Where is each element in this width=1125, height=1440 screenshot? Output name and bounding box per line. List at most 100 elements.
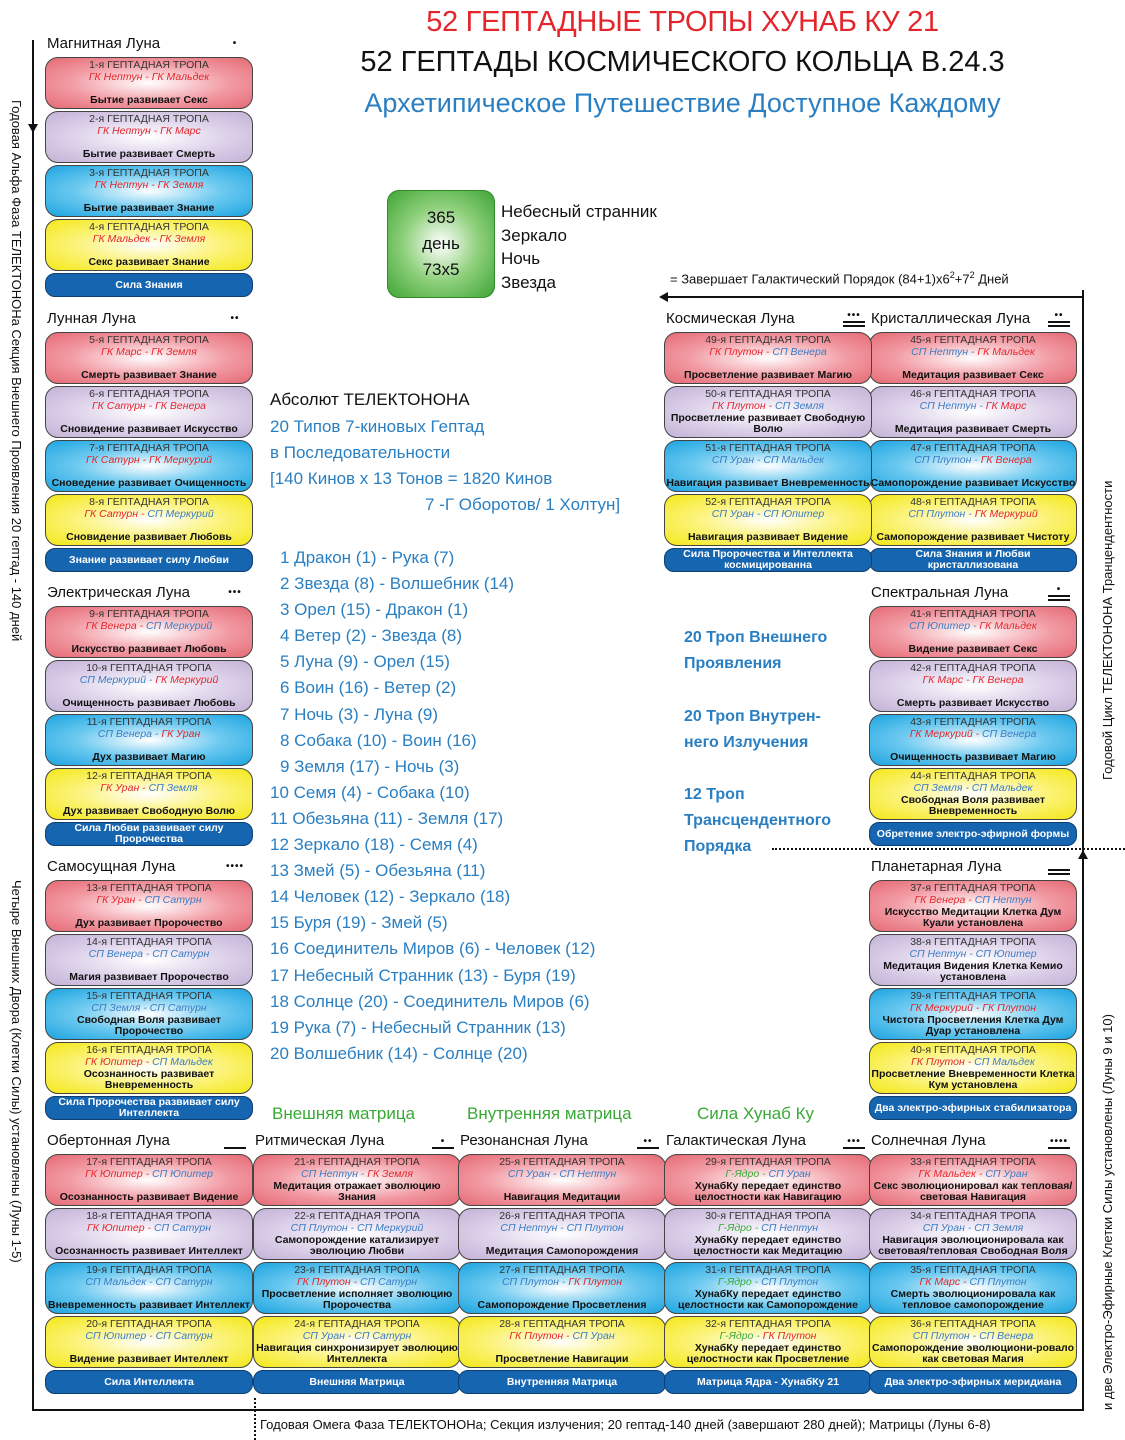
path-title: 42-я ГЕПТАДНАЯ ТРОПА [910,662,1036,674]
kin-pair-item: 18 Солнце (20) - Соединитель Миров (6) [270,991,590,1011]
path-planets: ГК Юпитер - СП Мальдек [46,1056,252,1068]
planet-separator: - [150,233,160,245]
top-right-arrow-line [665,296,1084,298]
path-planets: Г-Ядро - СП Плутон [665,1276,871,1288]
kin-pair-item: 12 Зеркало (18) - Семя (4) [270,835,478,855]
outer-paths-line: Проявления [684,655,782,672]
year-box-number: 365 [426,208,456,227]
path-title: 46-я ГЕПТАДНАЯ ТРОПА [910,388,1036,400]
planet-b: СП Плутон [566,1222,624,1234]
path-planets: СП Уран - СП Юпитер [665,508,871,520]
path-title: 5-я ГЕПТАДНАЯ ТРОПА [89,334,209,346]
absolute-line: 7 -Г Оборотов/ 1 Холтун] [425,495,621,514]
planet-b: СП Сатурн [153,1222,211,1234]
path-planets: ГК Меркурий - ГК Плутон [870,1002,1076,1014]
planet-b: ГК Земля [151,346,197,358]
path-description: Искусство Медитации Клетка Дум Куали уст… [884,906,1062,929]
planet-separator: - [963,674,973,686]
path-planets: СП Мальдек - СП Сатурн [46,1276,252,1288]
tone-glyph-icon [1047,859,1071,875]
kin-pair-item: 11 Обезьяна (11) - Земля (17) [270,808,504,828]
moon-header: Обертонная Луна [45,1130,253,1152]
path-description: Просветление исполняет эволюцию Пророчес… [261,1288,453,1311]
path-title: 31-я ГЕПТАДНАЯ ТРОПА [705,1264,831,1276]
path-title: 20-я ГЕПТАДНАЯ ТРОПА [86,1318,212,1330]
planet-b: СП Уран [985,1168,1028,1180]
path-planets: ГК Марс - ГК Венера [870,674,1076,686]
path-description: Просветление развивает Магию [684,369,852,381]
tone-glyph-icon: ••• [842,1133,866,1149]
path-title: 16-я ГЕПТАДНАЯ ТРОПА [86,1044,212,1056]
planet-a: СП Венера [88,948,143,960]
path-title: 1-я ГЕПТАДНАЯ ТРОПА [89,59,209,71]
planet-a: СП Нептун [919,400,977,412]
moon-name: Магнитная Луна [47,35,161,52]
tone-glyph-icon: •• [230,313,240,324]
inner-matrix-label: Внутренняя матрица [467,1104,632,1123]
planet-b: СП Сатурн [152,948,210,960]
path-description: Видение развивает Интеллект [69,1353,229,1365]
planet-a: ГК Нептун [88,71,143,83]
planet-separator: - [965,894,975,906]
planet-separator: - [350,1276,361,1288]
moon-name: Кристаллическая Луна [871,310,1031,327]
kin-pair-item: 20 Волшебник (14) - Солнце (20) [270,1043,528,1063]
path-planets: ГК Нептун - ГК Марс [46,125,252,137]
path-title: 33-я ГЕПТАДНАЯ ТРОПА [910,1156,1036,1168]
path-planets: СП Земля - СП Сатурн [46,1002,252,1014]
path-description: Очищенность развивает Любовь [62,697,236,709]
path-description: Смерть развивает Знание [81,369,217,381]
planet-b: ГК Меркурий [974,508,1038,520]
planet-b: ГК Земля [159,233,206,245]
moon-header: Лунная Луна•• [45,308,253,330]
path-description: ХунабКу передает единство целостности ка… [678,1288,858,1311]
path-title: 14-я ГЕПТАДНАЯ ТРОПА [86,936,212,948]
path-planets: СП Плутон - ГК Меркурий [870,508,1076,520]
tone-glyph-icon: •• [1047,311,1071,327]
path-description: Навигация развивает Вневременность [666,477,870,489]
path-title: 15-я ГЕПТАДНАЯ ТРОПА [86,990,212,1002]
path-description: Медитация отражает эволюцию Знания [273,1180,441,1203]
moon-column: Электрическая Луна•••9-я ГЕПТАДНАЯ ТРОПА… [45,582,253,846]
planet-b: СП Меркурий [146,620,213,632]
path-title: 51-я ГЕПТАДНАЯ ТРОПА [705,442,831,454]
path-description: Навигация эволюционировала как световая/… [878,1234,1068,1257]
moon-header: Галактическая Луна••• [664,1130,872,1152]
planet-b: ГК Земля [367,1168,413,1180]
planet-separator: - [563,1330,573,1342]
left-side-label-bottom: Четыре Внешних Двора (Клетки Силы) устан… [9,880,24,1263]
planet-b: ГК Плутон [762,1330,817,1342]
moon-column: Галактическая Луна•••29-я ГЕПТАДНАЯ ТРОП… [664,1130,872,1394]
path-description: Дух развивает Магию [92,751,206,763]
tone-glyph-icon: •••• [1048,1136,1070,1149]
planet-b: ГК Марс [160,125,201,137]
planet-a: СП Земля [913,782,963,794]
planet-separator: - [968,346,978,358]
path-title: 41-я ГЕПТАДНАЯ ТРОПА [910,608,1036,620]
path-planets: СП Плутон - ГК Плутон [459,1276,665,1288]
path-planets: СП Уран - СП Сатурн [254,1330,460,1342]
moon-name: Солнечная Луна [871,1132,986,1149]
planet-a: СП Плутон [914,454,972,466]
moon-summary: Сила Любви развивает силу Пророчества [45,822,253,846]
year-box-formula: 73x5 [422,260,460,279]
path-description: Навигация развивает Видение [687,531,849,543]
path-title: 2-я ГЕПТАДНАЯ ТРОПА [89,113,209,125]
path-planets: ГК Юпитер - СП Сатурн [46,1222,252,1234]
planet-separator: - [966,948,976,960]
